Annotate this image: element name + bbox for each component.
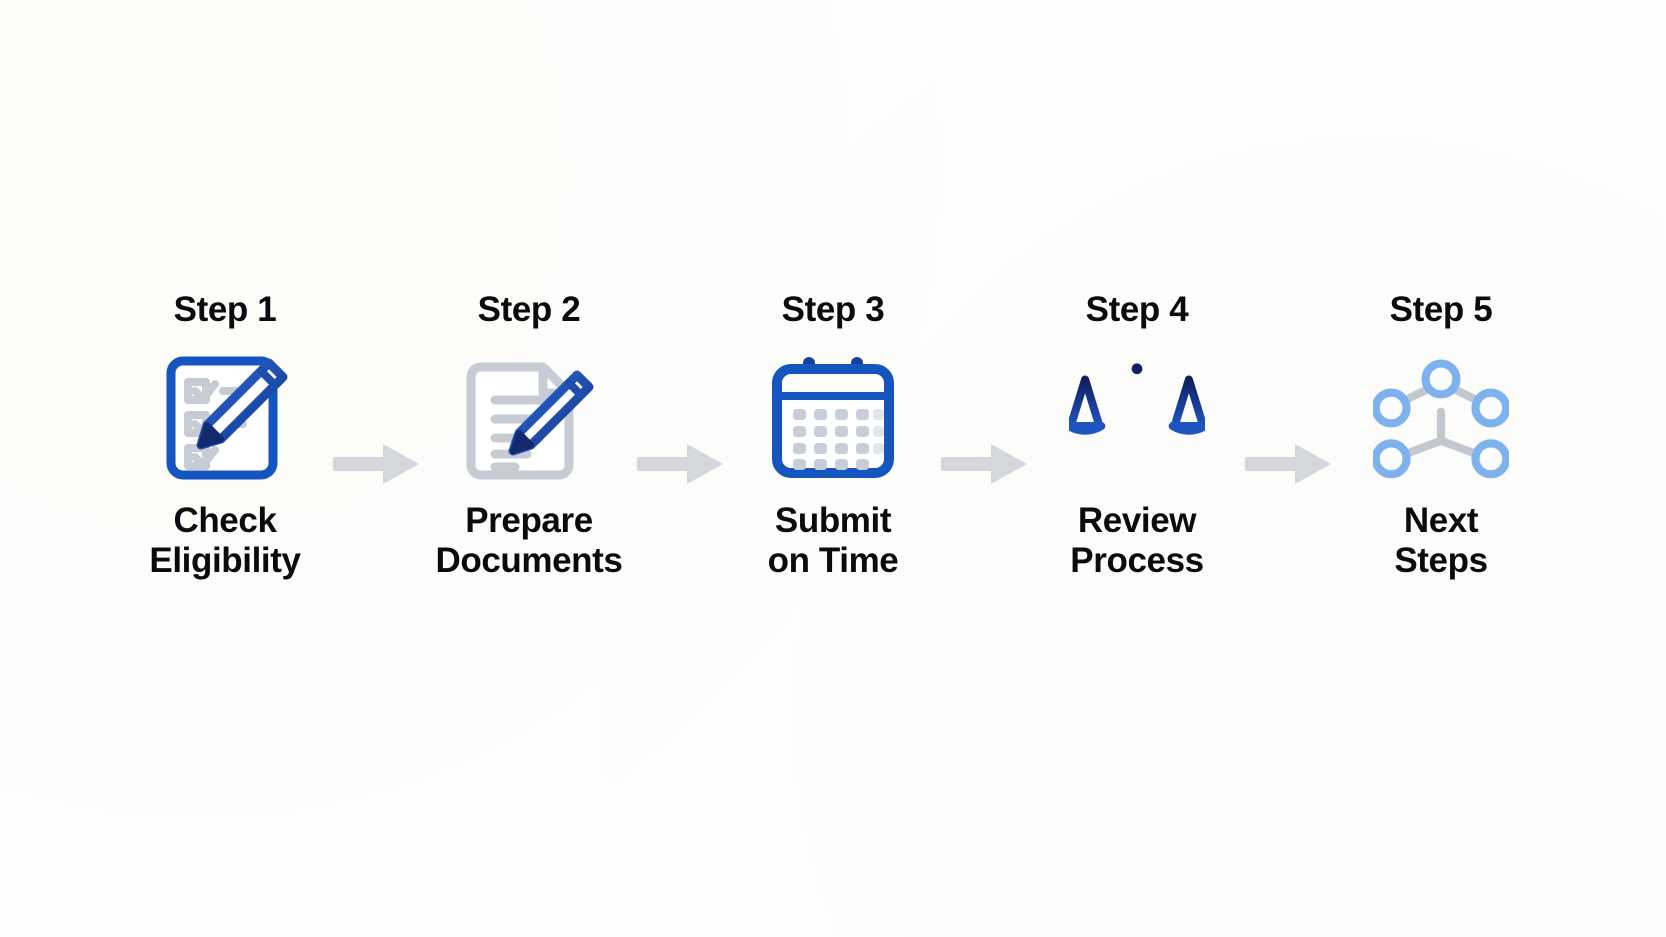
scales-of-justice-icon [1069,353,1205,483]
step-label: Prepare Documents [435,501,623,580]
arrow-right-icon [635,399,727,529]
checklist-with-pencil-icon [157,353,293,483]
document-with-pencil-icon [461,353,597,483]
step-item-2[interactable]: Step 2 [423,292,635,581]
step-item-1[interactable]: Step 1 [119,292,331,581]
step-item-5[interactable]: Step 5 [1335,292,1547,581]
arrow-right-icon [1243,399,1335,529]
step-heading: Step 1 [173,290,277,329]
step-label: Check Eligibility [149,501,301,580]
step-heading: Step 4 [1085,290,1189,329]
step-label: Next Steps [1394,501,1488,580]
step-item-3[interactable]: Step 3 [727,292,939,581]
calendar-icon [765,353,901,483]
step-item-4[interactable]: Step 4 [1031,292,1243,581]
network-nodes-icon [1373,353,1509,483]
step-label: Review Process [1070,501,1204,580]
step-label: Submit on Time [767,501,899,580]
step-heading: Step 2 [477,290,581,329]
step-heading: Step 5 [1389,290,1493,329]
arrow-right-icon [331,399,423,529]
step-heading: Step 3 [781,290,885,329]
arrow-right-icon [939,399,1031,529]
